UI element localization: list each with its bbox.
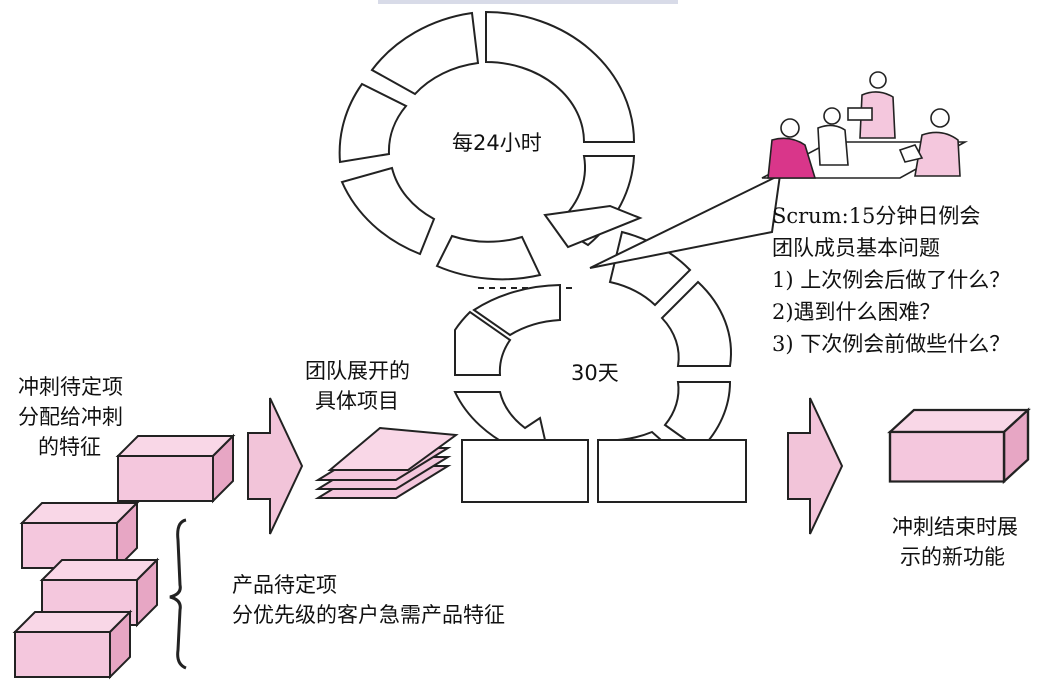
scrum-meeting-text: Scrum:15分钟日例会 团队成员基本问题 1) 上次例会后做了什么？ 2)遇… <box>772 204 1011 356</box>
sprint-cycle-label: 30天 <box>571 361 619 385</box>
product-backlog-label: 产品待定项 分优先级的客户急需产品特征 <box>232 573 505 627</box>
brace <box>169 518 187 670</box>
result-label: 冲刺结束时展 示的新功能 <box>892 515 1018 569</box>
sprint-backlog-box <box>117 435 234 502</box>
product-backlog-box-3 <box>14 611 131 678</box>
top-bar <box>378 0 678 4</box>
arrow-1 <box>247 397 304 535</box>
daily-cycle <box>338 10 643 281</box>
sprint-backlog-label: 冲刺待定项 分配给冲刺 的特征 <box>18 375 123 459</box>
team-items-label: 团队展开的 具体项目 <box>305 359 410 413</box>
result-box <box>888 408 1030 483</box>
arrow-2 <box>787 397 844 535</box>
meeting-people-icon <box>761 71 969 179</box>
product-backlog-box-1 <box>21 502 138 569</box>
team-item-sheets <box>314 426 459 499</box>
daily-cycle-label: 每24小时 <box>452 131 542 155</box>
meeting-callout <box>589 173 782 269</box>
